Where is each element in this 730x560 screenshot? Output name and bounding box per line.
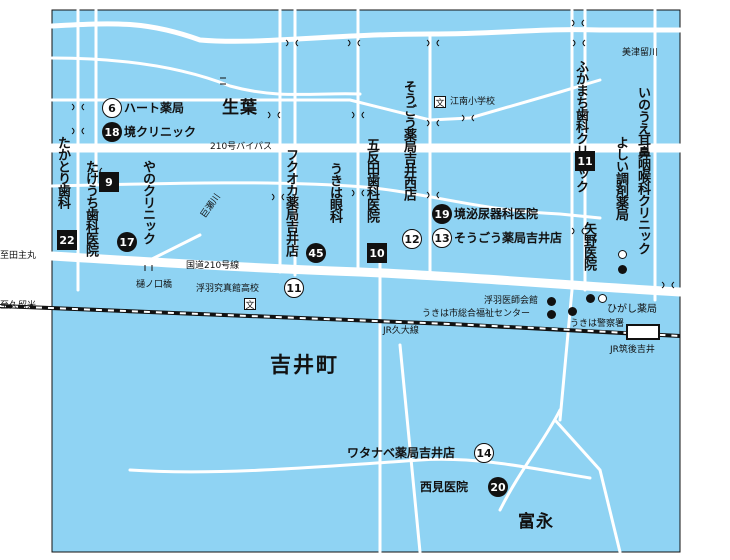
road-upper-left — [50, 56, 362, 96]
landmark-ukiha-hs: 浮羽究真館高校 — [196, 284, 260, 294]
landmark-konan: 江南小学校 — [450, 97, 496, 107]
landmark-police: うきは警察署 — [570, 319, 625, 329]
landmark-ishikai: 浮羽医師会館 — [484, 296, 539, 306]
place-higashi-marker — [598, 294, 607, 303]
road-label-national: 国道210号線 — [186, 261, 240, 271]
place-10-badge: 10 — [367, 243, 387, 263]
school-icon-konan: 文 — [434, 96, 446, 109]
road-label-bypass: 210号バイパス — [210, 142, 272, 152]
place-6-badge: 6 — [102, 98, 122, 118]
road-mid-horizontal — [50, 181, 602, 220]
edge-label-kurume: 至久留米 — [0, 301, 37, 311]
place-yoshii-marker — [618, 265, 627, 274]
place-22-name: たかとり歯科 — [55, 136, 70, 208]
landmark-fukushi-marker — [547, 310, 556, 319]
place-18-name: 境クリニック — [124, 125, 197, 139]
landmark-hinokuchi: 樋ノ口橋 — [136, 280, 173, 290]
place-11-name: フクオカ薬局吉井店 — [283, 148, 298, 256]
place-12-badge: 12 — [402, 229, 422, 249]
place-20-name: 西見医院 — [420, 480, 469, 494]
place-45-badge: 45 — [306, 243, 326, 263]
road-network — [47, 8, 685, 554]
place-13-name: そうごう薬局吉井店 — [454, 231, 563, 245]
edge-label-tashu: 至田主丸 — [0, 251, 37, 261]
place-9-name: たけうち歯科医院 — [83, 160, 98, 256]
rail-line-label: JR久大線 — [383, 326, 419, 336]
place-18-badge: 18 — [102, 122, 122, 142]
road-upper-mid — [50, 78, 602, 122]
place-9-badge: 9 — [99, 172, 119, 192]
landmark-fukushi: うきは市総合福祉センター — [422, 309, 531, 319]
place-yano-marker — [586, 294, 595, 303]
place-11b-badge: 11 — [575, 151, 595, 171]
place-12-name: そうごう薬局吉井西店 — [401, 80, 416, 200]
area-label-tominaga: 富永 — [518, 512, 554, 532]
place-19-badge: 19 — [432, 204, 452, 224]
railway — [0, 304, 681, 338]
area-label-ikuba: 生葉 — [222, 98, 258, 118]
place-20-badge: 20 — [488, 477, 508, 497]
road-diag-2 — [398, 343, 422, 554]
place-inoue-marker — [618, 250, 627, 259]
road-diag-1 — [148, 233, 202, 262]
place-11-badge: 11 — [284, 278, 304, 298]
area-label-yoshii: 吉井町 — [270, 353, 339, 377]
place-6-name: ハート薬局 — [124, 101, 185, 115]
place-13-badge: 13 — [432, 228, 452, 248]
station-label: JR筑後吉井 — [610, 345, 655, 355]
place-yano-name: 矢野医院 — [581, 222, 596, 270]
place-19-name: 境泌尿器科医院 — [454, 207, 539, 221]
place-14-name: ワタナベ薬局吉井店 — [347, 446, 456, 460]
place-17-name: やのクリニック — [140, 160, 155, 244]
road-south-3 — [553, 418, 622, 554]
place-14-badge: 14 — [474, 443, 494, 463]
bridge-markers — [71, 19, 675, 289]
road-v-8 — [558, 8, 574, 422]
edge-label-mitsu: 美津留川 — [622, 48, 659, 58]
place-17-badge: 17 — [117, 232, 137, 252]
station-marker — [626, 324, 660, 340]
place-higashi-name: ひがし薬局 — [607, 304, 657, 315]
place-11b-name: ふかまち歯科クリニック — [573, 60, 588, 192]
school-icon-ukiha: 文 — [244, 298, 256, 311]
place-22-badge: 22 — [57, 230, 77, 250]
place-45-name: うきは眼科 — [327, 162, 342, 222]
place-10-name: 五反田歯科医院 — [364, 138, 379, 222]
place-inoue-name: いのうえ耳鼻咽喉科クリニック — [635, 86, 650, 254]
landmark-ishikai-marker — [547, 297, 556, 306]
road-top-curve — [49, 21, 683, 44]
road-south-1 — [128, 457, 592, 480]
place-yoshii-name: よしい調剤薬局 — [613, 136, 628, 220]
landmark-police-marker — [568, 307, 577, 316]
